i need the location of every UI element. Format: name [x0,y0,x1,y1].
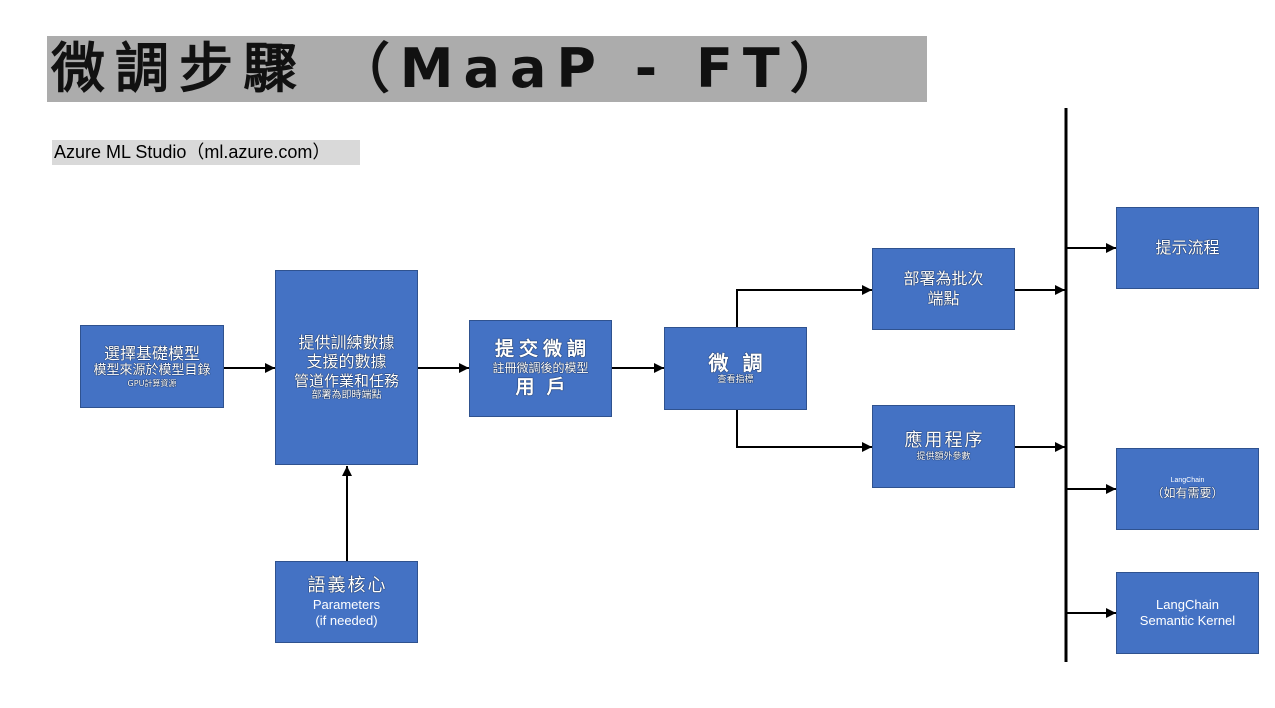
semantic-kernel-box: 語義核心 Parameters (if needed) [275,561,418,643]
training-data-title: 提供訓練數據 [298,332,395,352]
semantic-kernel-if-needed: (if needed) [315,612,378,628]
submit-finetune-box: 提交微調 註冊微調後的模型 用戶 [469,320,612,417]
application-title: 應用程序 [904,430,985,452]
page-subtitle: Azure ML Studio（ml.azure.com） [54,142,331,162]
langchain-semantic-kernel-box: LangChain Semantic Kernel [1116,572,1259,654]
semantic-kernel-parameters: Parameters [312,597,381,613]
select-base-model-box: 選擇基礎模型 模型來源於模型目錄 GPU計算資源 [80,325,224,408]
langchain-optional-box: LangChain （如有需要） [1116,448,1259,530]
select-base-model-note: GPU計算資源 [127,379,177,389]
finetune-title: 微調 [708,350,777,375]
training-data-line-2: 支援的數據 [306,352,387,372]
langchain-optional-note: （如有需要） [1151,485,1224,500]
arrow-finetune-to-batch-endpoint [736,285,872,327]
title-banner: 微調步驟 （MaaP - FT） [47,36,927,102]
finetune-detail: 查看指標 [717,375,754,386]
batch-endpoint-line-2: 端點 [927,289,960,308]
submit-finetune-title: 提交微調 [494,338,591,361]
select-base-model-detail: 模型來源於模型目錄 [93,363,211,379]
training-data-line-3: 管道作業和任務 [293,371,399,390]
arrow-finetune-to-application [736,410,872,452]
batch-endpoint-title: 部署為批次 [903,269,984,289]
select-base-model-title: 選擇基礎模型 [103,343,200,363]
semantic-kernel-title: 語義核心 [307,575,388,597]
training-data-box: 提供訓練數據 支援的數據 管道作業和任務 部署為即時端點 [275,270,418,465]
subtitle-banner: Azure ML Studio（ml.azure.com） [52,140,360,165]
semantic-kernel-label: Semantic Kernel [1139,613,1236,628]
page-title: 微調步驟 （MaaP - FT） [51,37,854,100]
prompt-flow-title: 提示流程 [1155,238,1220,258]
submit-finetune-user: 用戶 [515,375,578,398]
application-detail: 提供額外參數 [916,451,971,462]
langchain-optional-title: LangChain [1170,477,1205,485]
finetune-box: 微調 查看指標 [664,327,807,410]
submit-finetune-detail: 註冊微調後的模型 [492,361,589,376]
batch-endpoint-box: 部署為批次 端點 [872,248,1015,330]
prompt-flow-box: 提示流程 [1116,207,1259,289]
application-box: 應用程序 提供額外參數 [872,405,1015,488]
langchain-label: LangChain [1156,597,1219,613]
training-data-note: 部署為即時端點 [311,390,382,402]
